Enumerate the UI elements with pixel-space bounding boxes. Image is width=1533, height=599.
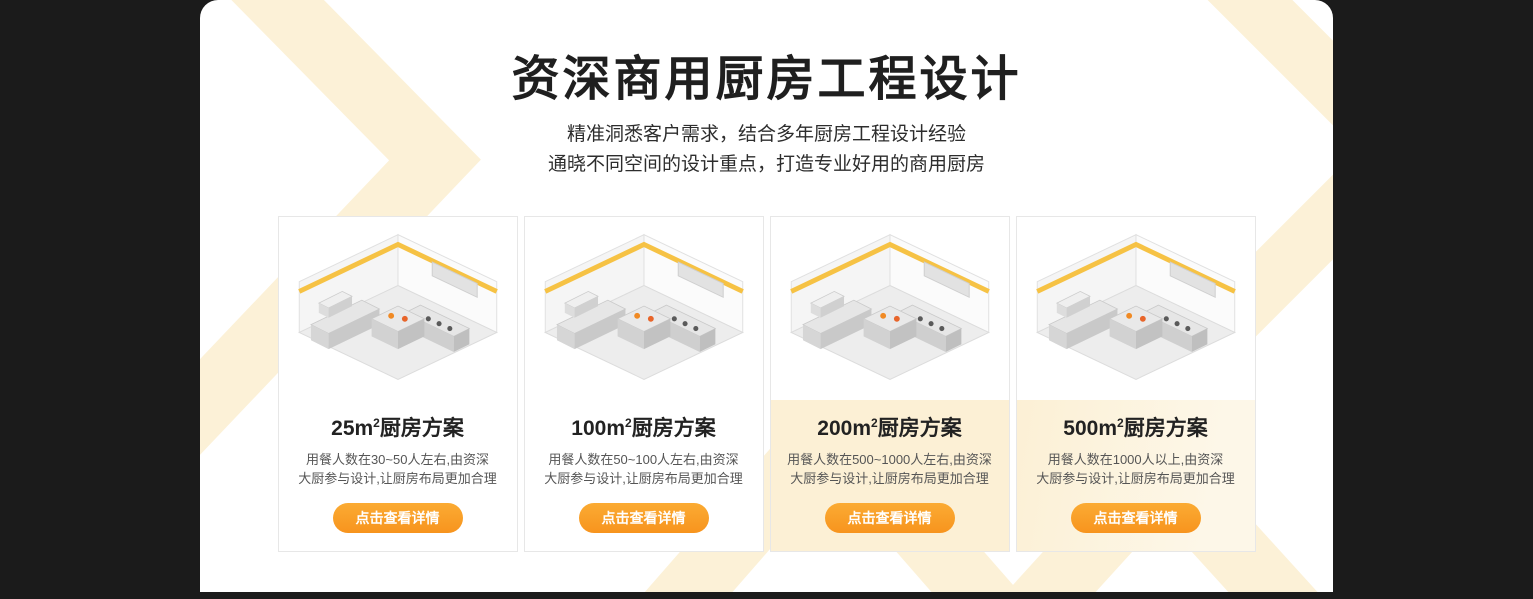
card-title-superscript: 2: [1117, 416, 1124, 430]
card-title-suffix: 厨房方案: [1123, 417, 1208, 440]
kitchen-isometric-illustration: [285, 220, 510, 397]
card-title: 100m2厨房方案: [533, 412, 755, 442]
card-title-size: 500m: [1063, 417, 1118, 440]
section-header: 资深商用厨房工程设计 精准洞悉客户需求，结合多年厨房工程设计经验 通晓不同空间的…: [200, 0, 1333, 180]
card-description: 用餐人数在500~1000人左右,由资深 大厨参与设计,让厨房布局更加合理: [779, 450, 1001, 488]
card-title-size: 100m: [571, 417, 626, 440]
kitchen-plan-card: 200m2厨房方案 用餐人数在500~1000人左右,由资深 大厨参与设计,让厨…: [769, 216, 1010, 552]
card-description-line-1: 用餐人数在500~1000人左右,由资深: [787, 452, 992, 467]
kitchen-render: [1016, 217, 1255, 400]
card-title: 200m2厨房方案: [779, 412, 1001, 442]
page-title: 资深商用厨房工程设计: [511, 53, 1022, 106]
cards-grid: 25m2厨房方案 用餐人数在30~50人左右,由资深 大厨参与设计,让厨房布局更…: [200, 216, 1333, 552]
view-details-button[interactable]: 点击查看详情: [824, 503, 955, 533]
kitchen-isometric-illustration: [531, 220, 756, 397]
card-title-superscript: 2: [373, 416, 380, 430]
card-title-size: 200m: [817, 417, 872, 440]
card-description-line-1: 用餐人数在1000人以上,由资深: [1047, 452, 1224, 467]
kitchen-plan-card: 100m2厨房方案 用餐人数在50~100人左右,由资深 大厨参与设计,让厨房布…: [523, 216, 764, 552]
kitchen-isometric-illustration: [1023, 220, 1248, 397]
card-title-superscript: 2: [625, 416, 632, 430]
card-body: 25m2厨房方案 用餐人数在30~50人左右,由资深 大厨参与设计,让厨房布局更…: [278, 400, 517, 551]
card-title-size: 25m: [331, 417, 374, 440]
kitchen-plan-card: 500m2厨房方案 用餐人数在1000人以上,由资深 大厨参与设计,让厨房布局更…: [1015, 216, 1256, 552]
kitchen-render: [524, 217, 763, 400]
card-description: 用餐人数在30~50人左右,由资深 大厨参与设计,让厨房布局更加合理: [287, 450, 509, 488]
kitchen-plan-card: 25m2厨房方案 用餐人数在30~50人左右,由资深 大厨参与设计,让厨房布局更…: [277, 216, 518, 552]
card-description-line-2: 大厨参与设计,让厨房布局更加合理: [1036, 471, 1235, 486]
card-title-superscript: 2: [871, 416, 878, 430]
card-body: 500m2厨房方案 用餐人数在1000人以上,由资深 大厨参与设计,让厨房布局更…: [1016, 400, 1255, 551]
card-title-suffix: 厨房方案: [379, 417, 464, 440]
card-description-line-2: 大厨参与设计,让厨房布局更加合理: [544, 471, 743, 486]
card-title: 25m2厨房方案: [287, 412, 509, 442]
kitchen-isometric-illustration: [777, 220, 1002, 397]
content-panel: 资深商用厨房工程设计 精准洞悉客户需求，结合多年厨房工程设计经验 通晓不同空间的…: [200, 0, 1333, 592]
view-details-button[interactable]: 点击查看详情: [578, 503, 709, 533]
kitchen-render: [278, 217, 517, 400]
kitchen-render: [770, 217, 1009, 400]
card-title-suffix: 厨房方案: [631, 417, 716, 440]
card-description-line-2: 大厨参与设计,让厨房布局更加合理: [790, 471, 989, 486]
card-description: 用餐人数在50~100人左右,由资深 大厨参与设计,让厨房布局更加合理: [533, 450, 755, 488]
subtitle-line-1: 精准洞悉客户需求，结合多年厨房工程设计经验: [566, 124, 966, 145]
card-description-line-1: 用餐人数在50~100人左右,由资深: [548, 452, 739, 467]
card-description: 用餐人数在1000人以上,由资深 大厨参与设计,让厨房布局更加合理: [1025, 450, 1247, 488]
card-body: 100m2厨房方案 用餐人数在50~100人左右,由资深 大厨参与设计,让厨房布…: [524, 400, 763, 551]
card-body: 200m2厨房方案 用餐人数在500~1000人左右,由资深 大厨参与设计,让厨…: [770, 400, 1009, 551]
card-title: 500m2厨房方案: [1025, 412, 1247, 442]
card-description-line-1: 用餐人数在30~50人左右,由资深: [305, 452, 490, 467]
subtitle-line-2: 通晓不同空间的设计重点，打造专业好用的商用厨房: [547, 154, 985, 175]
card-description-line-2: 大厨参与设计,让厨房布局更加合理: [298, 471, 497, 486]
page-subtitle: 精准洞悉客户需求，结合多年厨房工程设计经验 通晓不同空间的设计重点，打造专业好用…: [200, 120, 1333, 180]
view-details-button[interactable]: 点击查看详情: [332, 503, 463, 533]
card-title-suffix: 厨房方案: [877, 417, 962, 440]
view-details-button[interactable]: 点击查看详情: [1070, 503, 1201, 533]
